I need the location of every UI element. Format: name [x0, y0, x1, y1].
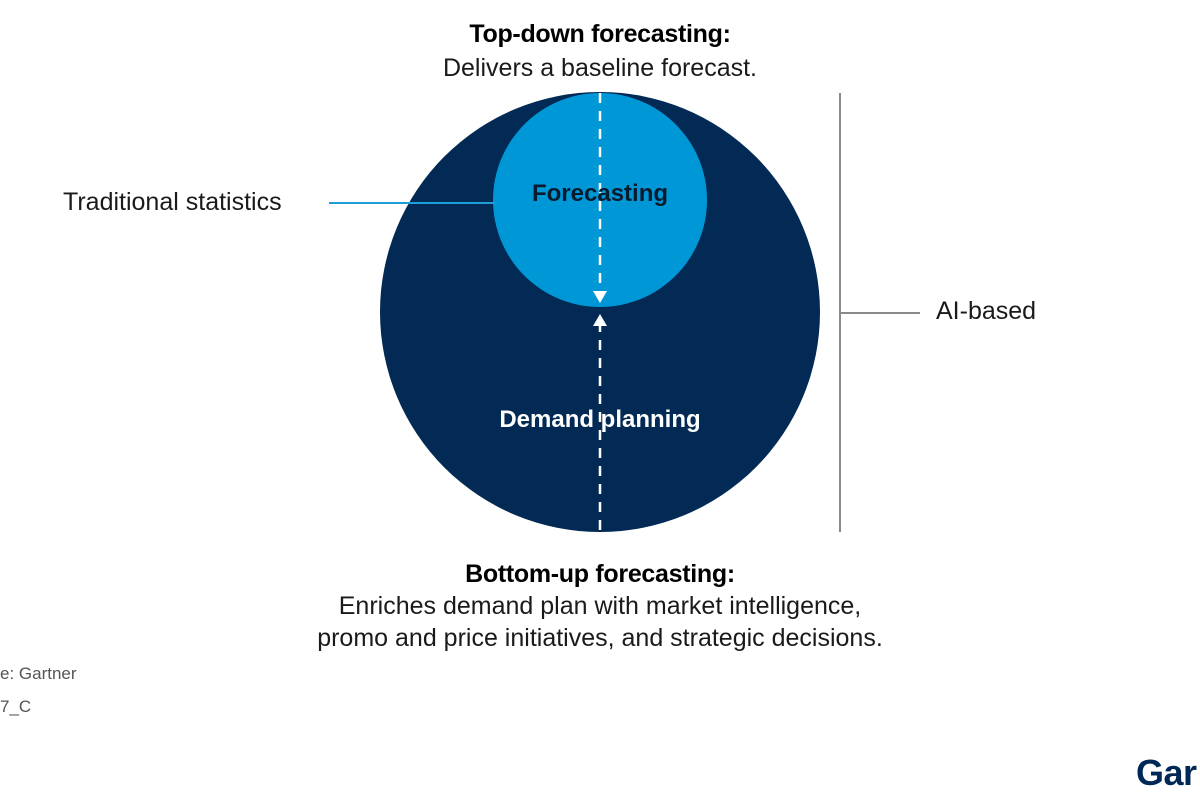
ai-based-label: AI-based	[936, 297, 1037, 325]
traditional-statistics-label: Traditional statistics	[63, 188, 282, 216]
top-down-description: Delivers a baseline forecast.	[442, 54, 758, 82]
bottom-up-heading: Bottom-up forecasting:	[465, 560, 735, 588]
outer-circle-label: Demand planning	[499, 406, 701, 433]
inner-circle-forecasting	[493, 93, 707, 307]
figure-id: 7_C	[0, 697, 32, 716]
bottom-up-arrowhead	[593, 314, 607, 326]
bottom-up-description-line-2: promo and price initiatives, and strateg…	[317, 624, 883, 652]
bottom-up-description-line-1: Enriches demand plan with market intelli…	[338, 592, 862, 620]
top-down-arrowhead	[593, 291, 607, 303]
source-note: e: Gartner	[0, 664, 77, 683]
inner-circle-label: Forecasting	[531, 180, 669, 207]
gartner-logo: Gar	[1136, 752, 1197, 793]
top-down-heading: Top-down forecasting:	[469, 20, 731, 48]
